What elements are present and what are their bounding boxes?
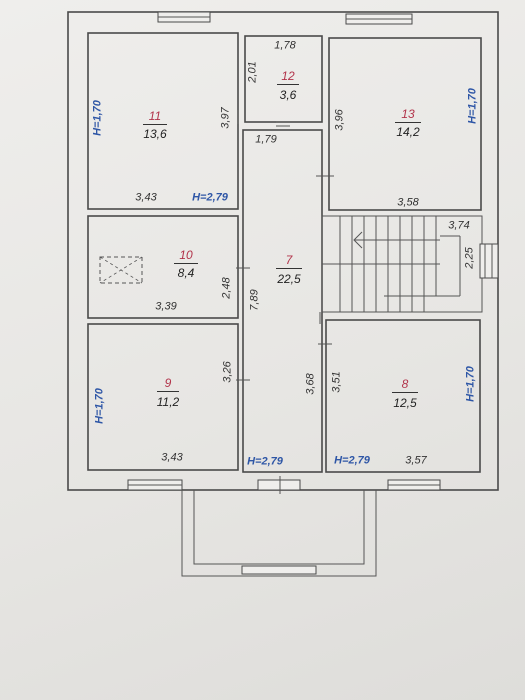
room-9-depth: 3,26 xyxy=(221,361,234,383)
room-12-number: 12 xyxy=(281,69,295,83)
room-9-outline xyxy=(87,323,239,471)
stair-window xyxy=(479,243,499,279)
height-mark-8: H=2,79 xyxy=(334,454,370,467)
room-11-divider xyxy=(143,124,167,125)
height-mark-11: H=2,79 xyxy=(192,191,228,204)
door-marks xyxy=(236,110,334,381)
room-10-divider xyxy=(174,263,198,264)
staircase xyxy=(321,215,483,313)
room-10-depth: 2,48 xyxy=(220,277,233,299)
room-7-length: 7,89 xyxy=(248,289,261,311)
room-10-area: 8,4 xyxy=(177,266,195,280)
room-11-number: 11 xyxy=(148,109,162,123)
room-13-outline xyxy=(328,37,482,211)
room-11-height: H=1,70 xyxy=(91,100,104,136)
room-9-width: 3,43 xyxy=(161,451,183,464)
room-12-width: 1,78 xyxy=(274,39,296,52)
room-7-divider xyxy=(276,268,302,269)
door-bottom-center xyxy=(257,479,301,491)
room-9-divider xyxy=(157,391,179,392)
stair-depth: 2,25 xyxy=(463,247,476,269)
room-12-depth: 2,01 xyxy=(246,61,259,83)
room-8-width: 3,57 xyxy=(405,454,427,467)
room-9-number: 9 xyxy=(164,376,172,390)
room-9-height: H=1,70 xyxy=(93,388,106,424)
room-12-divider xyxy=(277,84,299,85)
corridor-lower-dim: 3,68 xyxy=(304,373,317,395)
balcony xyxy=(181,490,377,577)
room-13-divider xyxy=(395,122,421,123)
room-12-area: 3,6 xyxy=(279,88,297,102)
room-8-area: 12,5 xyxy=(393,396,417,410)
room-10-width: 3,39 xyxy=(155,300,177,313)
room-8-height: H=1,70 xyxy=(464,366,477,402)
room-8-outline xyxy=(325,319,481,473)
room-13-depth: 3,96 xyxy=(333,109,346,131)
room-11-depth: 3,97 xyxy=(219,107,232,129)
height-mark-7: H=2,79 xyxy=(247,455,283,468)
room-11-outline xyxy=(87,32,239,210)
room-7-width: 1,79 xyxy=(255,133,277,146)
room-7-area: 22,5 xyxy=(277,272,301,286)
room-7-number: 7 xyxy=(285,253,293,267)
room-8-number: 8 xyxy=(401,377,409,391)
room-13-width: 3,58 xyxy=(397,196,419,209)
stair-width: 3,74 xyxy=(448,219,470,232)
room-11-area: 13,6 xyxy=(143,127,167,141)
room-13-number: 13 xyxy=(401,107,415,121)
room-10-number: 10 xyxy=(179,248,193,262)
room-9-area: 11,2 xyxy=(156,395,180,409)
room-8-depth: 3,51 xyxy=(330,371,343,393)
room-10-outline xyxy=(87,215,239,319)
room-13-height: H=1,70 xyxy=(466,88,479,124)
room-13-area: 14,2 xyxy=(396,125,420,139)
room-11-width: 3,43 xyxy=(135,191,157,204)
room-8-divider xyxy=(392,392,418,393)
hatch-box xyxy=(99,256,143,284)
